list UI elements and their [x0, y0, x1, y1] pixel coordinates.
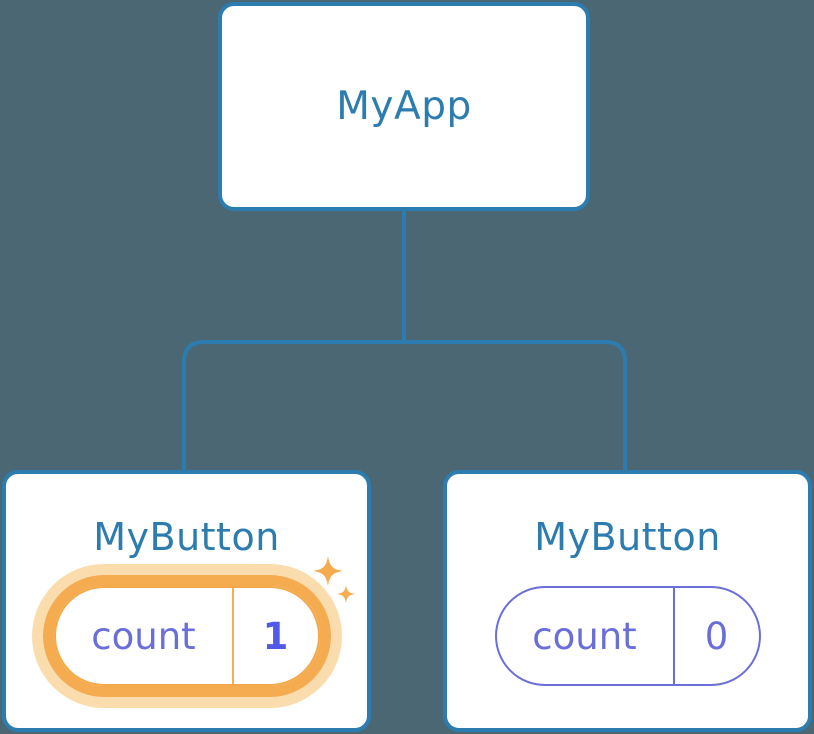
node-mybutton-0[interactable]: MyButton count 1 [2, 470, 371, 732]
state-pill[interactable]: count 0 [494, 586, 761, 686]
node-myapp[interactable]: MyApp [218, 2, 590, 211]
edge-branch-left [182, 340, 404, 472]
state-key: count [91, 614, 196, 658]
state-pill-divider [231, 588, 234, 684]
node-title: MyApp [336, 84, 472, 129]
node-title: MyButton [93, 515, 280, 559]
state-pill-divider [672, 588, 675, 684]
state-key: count [532, 614, 637, 658]
sparkle-icon [336, 585, 355, 603]
state-value: 0 [704, 614, 729, 658]
sparkle-icon [312, 556, 343, 586]
state-pill[interactable]: count 1 [53, 586, 320, 686]
edge-branch-right [404, 340, 627, 472]
state-pill-wrap: count 0 [494, 586, 761, 686]
node-mybutton-1[interactable]: MyButton count 0 [443, 470, 812, 732]
state-value: 1 [262, 614, 289, 658]
state-pill-highlight-wrap: count 1 [31, 556, 355, 708]
node-title: MyButton [534, 515, 721, 559]
